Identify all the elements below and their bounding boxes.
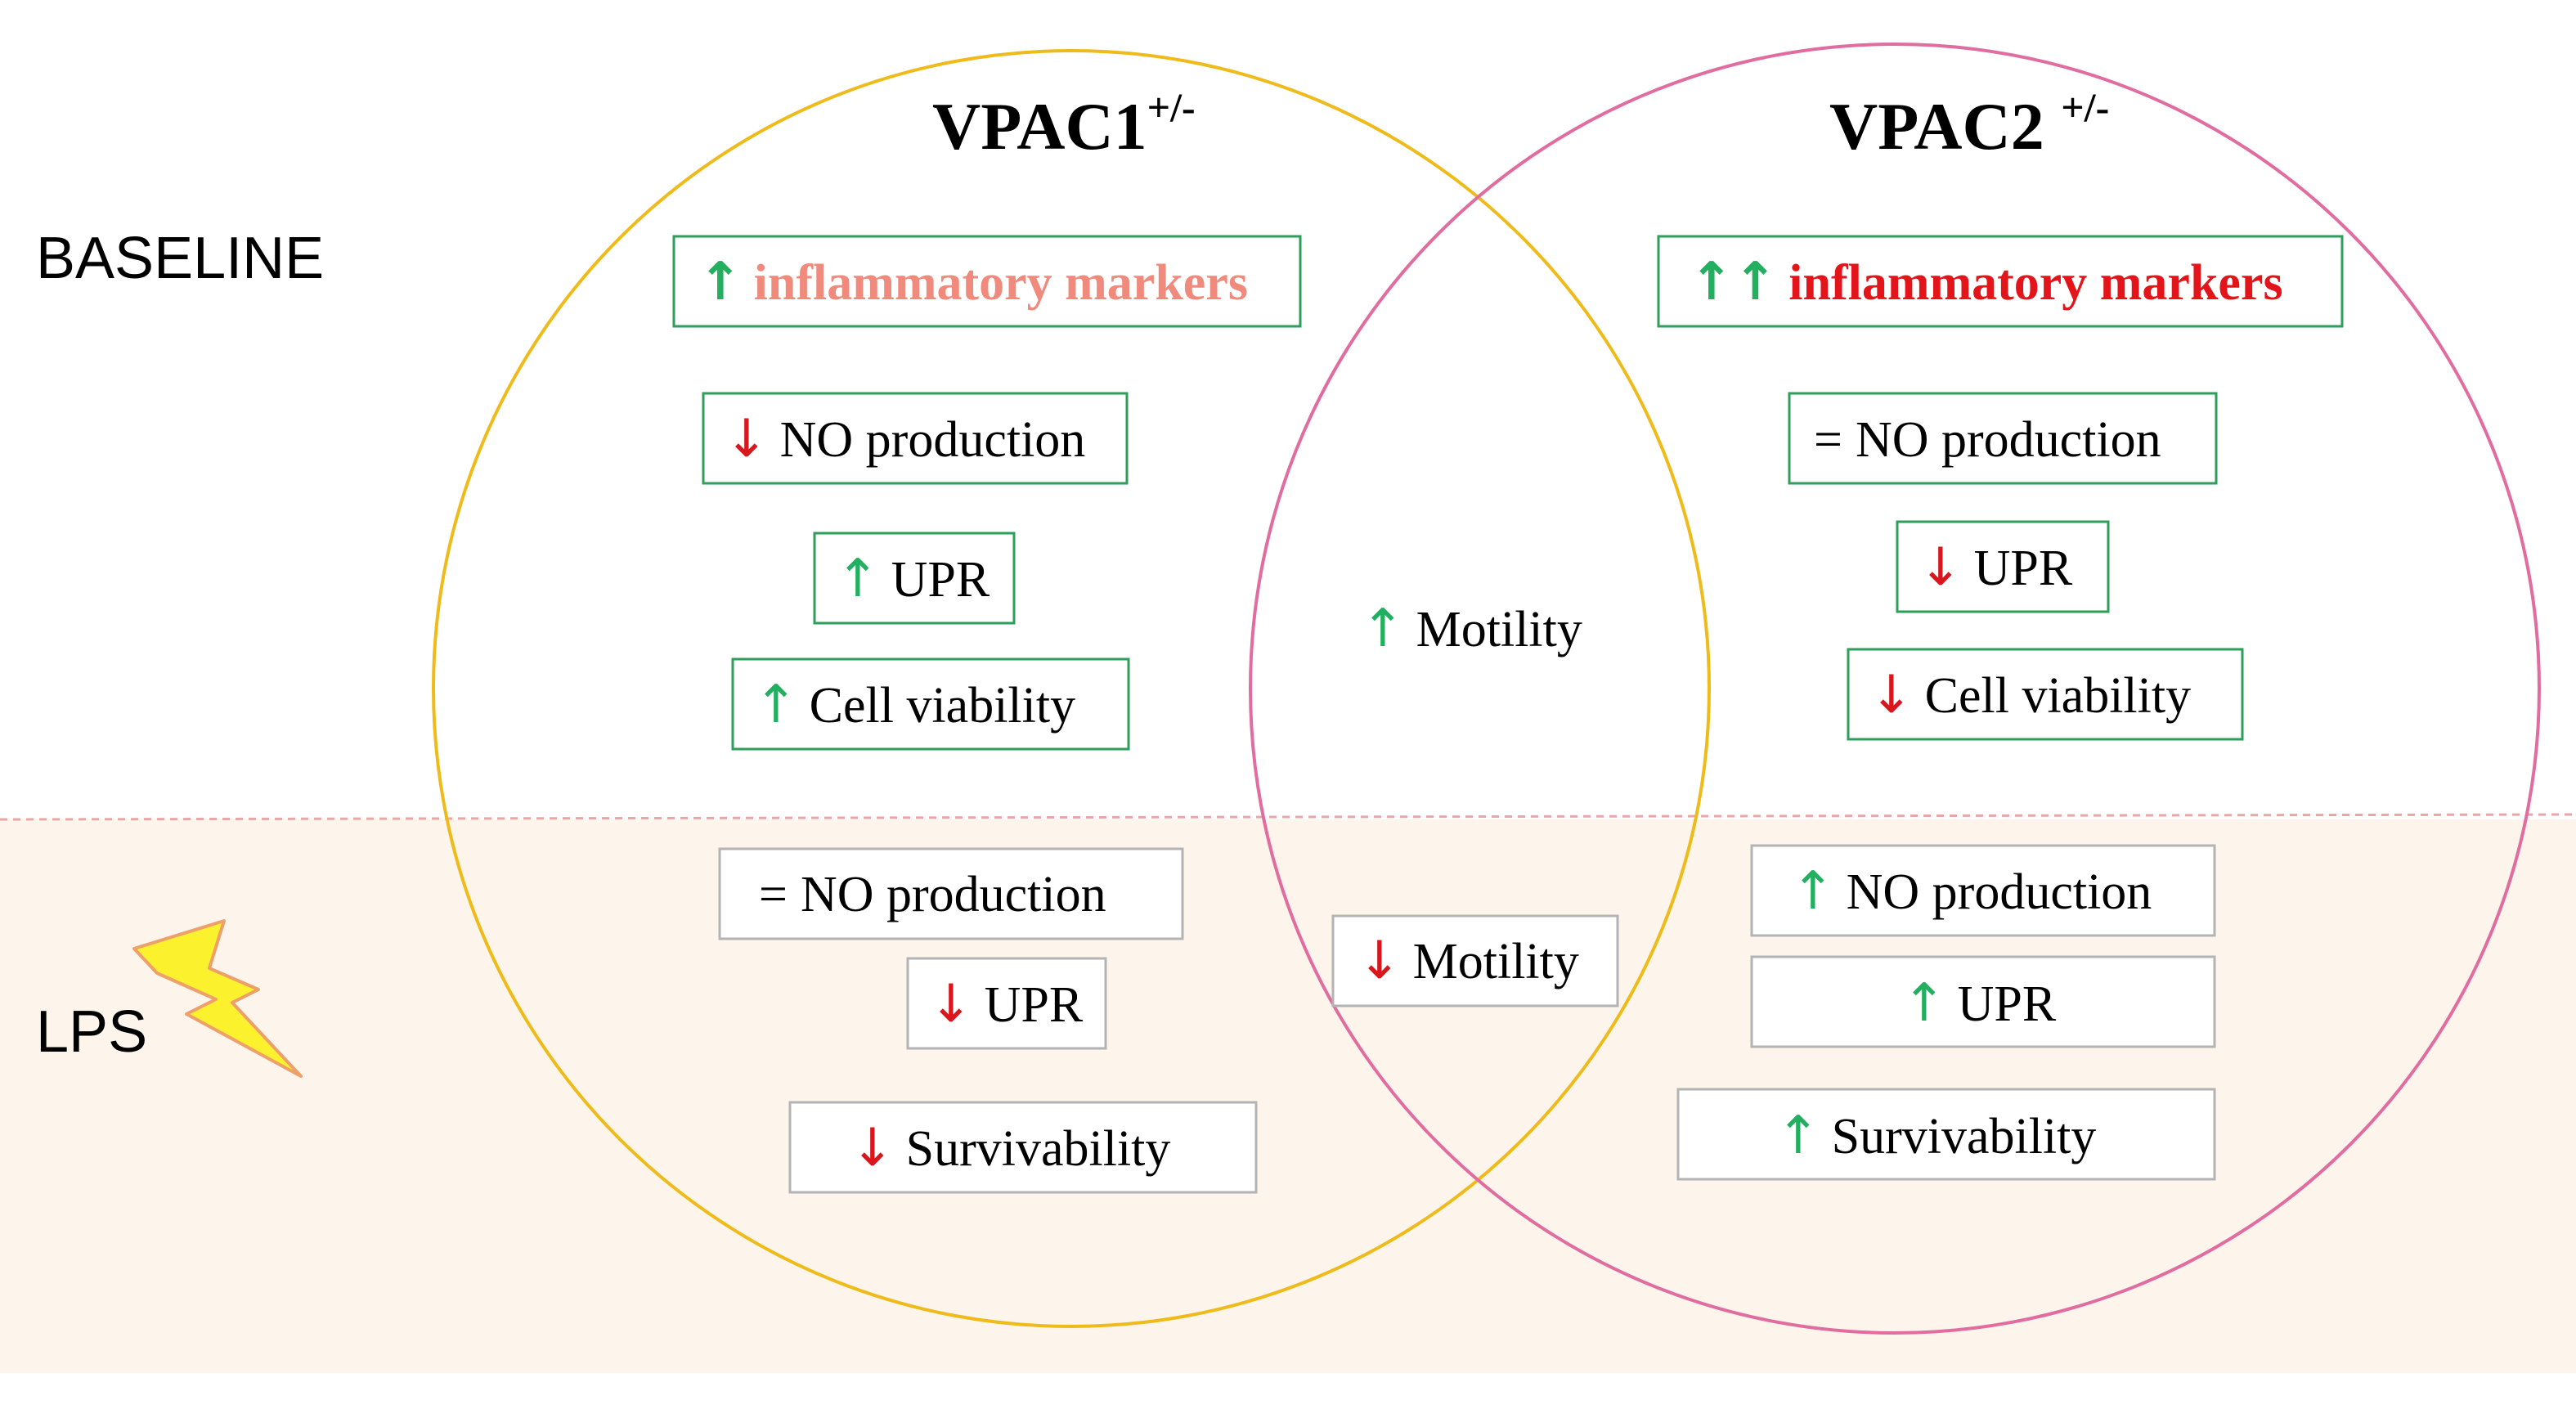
vpac2-lps-box-2: ↑Survivability (1676, 1088, 2216, 1181)
box-frame (906, 957, 1107, 1050)
vpac2-circle (1249, 43, 2541, 1335)
vpac1-baseline-box-0: ↑inflammatory markers (672, 235, 1302, 328)
box-frame (702, 392, 1129, 485)
box-frame (1331, 914, 1619, 1007)
vpac1-baseline-box-3: ↑Cell viability (731, 657, 1130, 751)
vpac2-baseline-box-3: ↓Cell viability (1847, 648, 2244, 741)
box-text: NO production (780, 412, 1086, 468)
box-frame (1750, 844, 2216, 937)
arrow-down-icon: ↓ (850, 1118, 895, 1178)
box-text: Survivability (1832, 1109, 2097, 1164)
arrow-down-icon: ↓ (1919, 537, 1963, 598)
shared-lps-box: ↓Motility (1331, 914, 1619, 1007)
equal-icon: = (759, 867, 788, 922)
box-label: ↑UPR (1902, 973, 2057, 1034)
box-text: UPR (985, 977, 1084, 1033)
box-text: Survivability (906, 1121, 1171, 1177)
box-frame (1750, 955, 2216, 1048)
vpac2-title-main: VPAC2 (1829, 89, 2061, 164)
box-label: ↑UPR (836, 549, 990, 609)
vpac2-baseline-box-1: =NO production (1788, 392, 2218, 485)
box-text: UPR (1958, 976, 2057, 1032)
box-text: NO production (801, 867, 1106, 922)
vpac2-title: VPAC2 +/- (1747, 61, 2160, 164)
arrow-up-icon: ↑ (754, 675, 798, 735)
vpac1-baseline-box-1: ↓NO production (702, 392, 1129, 485)
arrow-up-icon: ↑ (1361, 599, 1405, 659)
box-text: UPR (891, 552, 990, 608)
vpac1-lps-box-1: ↓UPR (906, 957, 1107, 1050)
box-label: ↑↑inflammatory markers (1690, 252, 2283, 312)
box-frame (1676, 1088, 2216, 1181)
vpac1-lps-box-2: ↓Survivability (788, 1101, 1258, 1194)
box-text: inflammatory markers (754, 255, 1248, 311)
box-label: ↓UPR (1919, 537, 2073, 598)
box-text: Motility (1416, 602, 1582, 657)
vpac1-circle (432, 49, 1711, 1328)
box-frame (788, 1101, 1258, 1194)
lps-row-label: LPS (36, 999, 147, 1065)
box-frame (1896, 520, 2110, 613)
box-text: Cell viability (1925, 668, 2191, 724)
arrow-down-icon: ↓ (1869, 665, 1914, 725)
vpac2-lps-box-1: ↑UPR (1750, 955, 2216, 1048)
arrow-up-icon: ↑ (1791, 861, 1835, 922)
box-text: NO production (1856, 412, 2161, 468)
box-label: ↓UPR (929, 974, 1084, 1034)
vpac1-baseline-box-2: ↑UPR (813, 532, 1016, 625)
box-label: ↑NO production (1791, 861, 2152, 922)
arrow-up-icon: ↑ (1776, 1106, 1820, 1166)
arrow-down-icon: ↓ (725, 409, 769, 469)
vpac1-title: VPAC1+/- (932, 84, 1196, 164)
double-arrow-up-icon: ↑↑ (1690, 252, 1777, 312)
vpac2-lps-box-0: ↑NO production (1750, 844, 2216, 937)
box-label: ↑Survivability (1776, 1106, 2096, 1166)
equal-icon: = (1814, 412, 1842, 468)
box-text: Cell viability (810, 678, 1075, 734)
vpac1-title-main: VPAC1 (932, 89, 1147, 164)
box-frame (813, 532, 1016, 625)
box-label: ↓Cell viability (1869, 665, 2191, 725)
vpac2-baseline-box-0: ↑↑inflammatory markers (1657, 235, 2344, 328)
arrow-up-icon: ↑ (698, 252, 743, 312)
row-divider (0, 813, 2576, 821)
lightning-bolt-icon (132, 919, 303, 1078)
box-label: ↓NO production (725, 409, 1085, 469)
arrow-down-icon: ↓ (1358, 931, 1402, 991)
vpac2-title-sup: +/- (2061, 84, 2109, 130)
box-label: ↑Cell viability (754, 675, 1075, 735)
box-frame (1847, 648, 2244, 741)
box-frame (1788, 392, 2218, 485)
box-label: ↑Motility (1361, 599, 1582, 659)
vpac2-baseline-box-2: ↓UPR (1896, 520, 2110, 613)
box-label: =NO production (1814, 412, 2161, 468)
box-label: ↓Survivability (850, 1118, 1170, 1178)
vpac1-title-sup: +/- (1147, 84, 1196, 130)
box-text: NO production (1847, 864, 2152, 920)
box-frame (1657, 235, 2344, 328)
box-frame (731, 657, 1130, 751)
arrow-down-icon: ↓ (929, 974, 973, 1034)
box-label: ↓Motility (1358, 931, 1579, 991)
box-text: inflammatory markers (1788, 255, 2282, 311)
box-frame (718, 847, 1184, 940)
baseline-row-label: BASELINE (36, 226, 324, 291)
box-text: Motility (1413, 934, 1579, 989)
vpac1-lps-box-0: =NO production (718, 847, 1184, 940)
box-label: =NO production (759, 867, 1106, 922)
box-text: UPR (1974, 541, 2073, 596)
box-label: ↑inflammatory markers (698, 252, 1248, 312)
box-frame (672, 235, 1302, 328)
arrow-up-icon: ↑ (1902, 973, 1946, 1034)
shared-baseline-item: ↑Motility (1361, 599, 1582, 659)
arrow-up-icon: ↑ (836, 549, 880, 609)
